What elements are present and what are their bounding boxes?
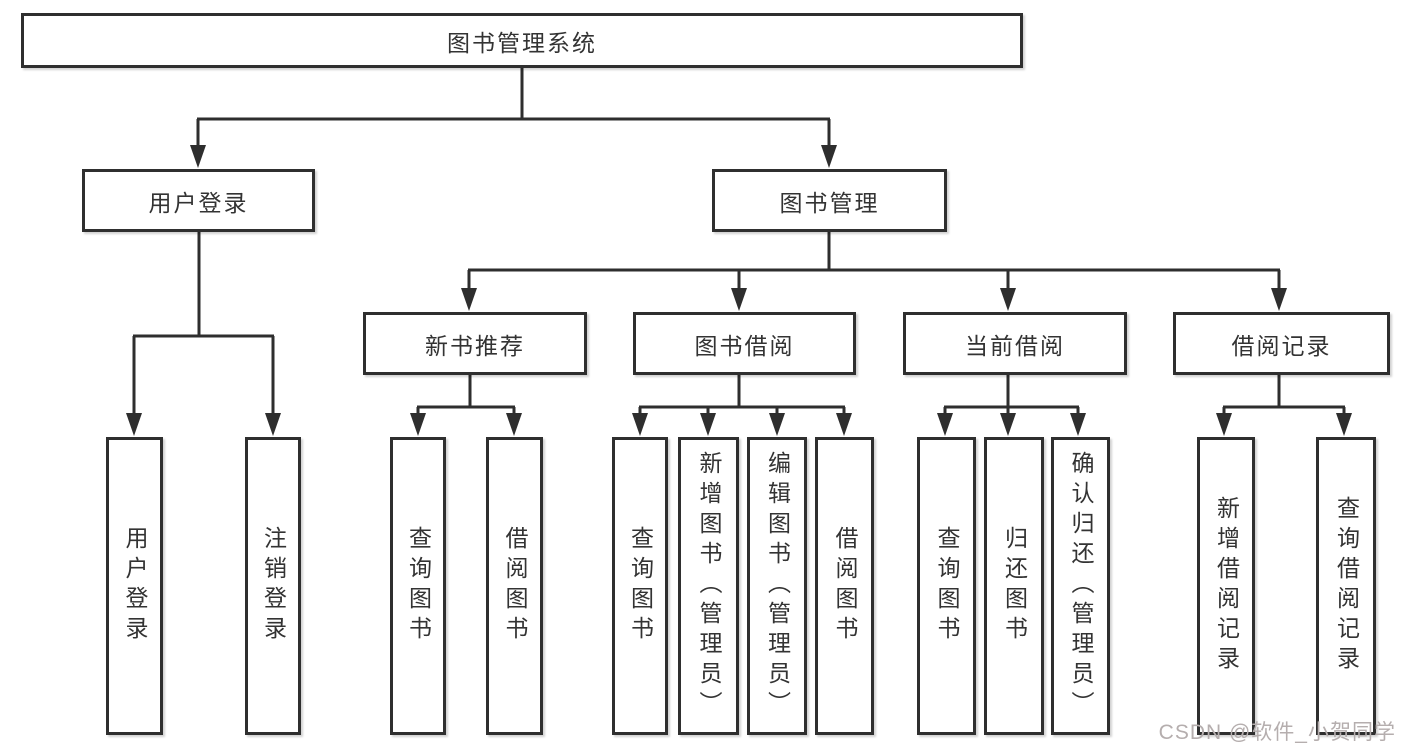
leaf-borrow-books-1: 借阅图书 xyxy=(486,437,543,735)
arrow-down-icon xyxy=(731,288,747,311)
arrow-down-icon xyxy=(126,413,142,436)
leaf-query-books-3-label: 查询图书 xyxy=(934,526,960,646)
node-book-management: 图书管理 xyxy=(712,169,947,232)
leaf-logout-label: 注销登录 xyxy=(260,526,287,646)
node-root-label: 图书管理系统 xyxy=(447,29,597,56)
leaf-add-borrow-record: 新增借阅记录 xyxy=(1197,437,1255,735)
node-new-book-recommend: 新书推荐 xyxy=(363,312,587,375)
leaf-edit-book-admin-label: 编辑图书（管理员） xyxy=(764,451,791,721)
leaf-query-books-2-label: 查询图书 xyxy=(627,526,654,646)
arrow-down-icon xyxy=(700,413,716,436)
node-user-login-label: 用户登录 xyxy=(148,189,249,216)
arrow-down-icon xyxy=(1271,288,1287,311)
leaf-user-login-label: 用户登录 xyxy=(122,526,148,646)
leaf-query-books-1-label: 查询图书 xyxy=(405,526,432,646)
arrow-down-icon xyxy=(506,413,522,436)
leaf-return-books: 归还图书 xyxy=(984,437,1044,735)
leaf-query-books-1: 查询图书 xyxy=(390,437,446,735)
leaf-confirm-return-admin-label: 确认归还（管理员） xyxy=(1068,451,1094,721)
arrow-down-icon xyxy=(937,413,953,436)
watermark: CSDN @软件_小贺同学 xyxy=(1158,721,1396,744)
leaf-user-login: 用户登录 xyxy=(106,437,163,735)
arrow-down-icon xyxy=(836,413,852,436)
arrow-down-icon xyxy=(1216,413,1232,436)
node-root: 图书管理系统 xyxy=(21,13,1023,68)
arrow-down-icon xyxy=(1000,288,1016,311)
leaf-return-books-label: 归还图书 xyxy=(1001,526,1028,646)
leaf-logout: 注销登录 xyxy=(245,437,301,735)
arrow-down-icon xyxy=(769,413,785,436)
arrow-down-icon xyxy=(821,145,837,168)
leaf-borrow-books-1-label: 借阅图书 xyxy=(502,526,528,646)
node-book-borrow: 图书借阅 xyxy=(633,312,856,375)
node-current-borrow-label: 当前借阅 xyxy=(965,332,1065,359)
leaf-add-book-admin-label: 新增图书（管理员） xyxy=(696,451,722,721)
arrow-down-icon xyxy=(1000,413,1016,436)
leaf-borrow-books-2: 借阅图书 xyxy=(815,437,874,735)
leaf-query-books-3: 查询图书 xyxy=(917,437,976,735)
node-user-login: 用户登录 xyxy=(82,169,315,232)
leaf-confirm-return-admin: 确认归还（管理员） xyxy=(1051,437,1110,735)
node-borrow-records: 借阅记录 xyxy=(1173,312,1390,375)
arrow-down-icon xyxy=(1070,413,1086,436)
leaf-add-borrow-record-label: 新增借阅记录 xyxy=(1213,496,1240,676)
node-new-book-recommend-label: 新书推荐 xyxy=(425,332,525,359)
leaf-borrow-books-2-label: 借阅图书 xyxy=(832,526,858,646)
leaf-edit-book-admin: 编辑图书（管理员） xyxy=(747,437,807,735)
arrow-down-icon xyxy=(461,288,477,311)
leaf-query-books-2: 查询图书 xyxy=(612,437,668,735)
arrow-down-icon xyxy=(190,145,206,168)
leaf-query-borrow-record: 查询借阅记录 xyxy=(1316,437,1376,735)
leaf-add-book-admin: 新增图书（管理员） xyxy=(678,437,739,735)
arrow-down-icon xyxy=(410,413,426,436)
node-book-borrow-label: 图书借阅 xyxy=(694,332,795,359)
node-book-management-label: 图书管理 xyxy=(779,189,880,216)
arrow-down-icon xyxy=(632,413,648,436)
node-current-borrow: 当前借阅 xyxy=(903,312,1127,375)
arrow-down-icon xyxy=(265,413,281,436)
leaf-query-borrow-record-label: 查询借阅记录 xyxy=(1333,496,1360,676)
node-borrow-records-label: 借阅记录 xyxy=(1231,332,1332,359)
arrow-down-icon xyxy=(1336,413,1352,436)
